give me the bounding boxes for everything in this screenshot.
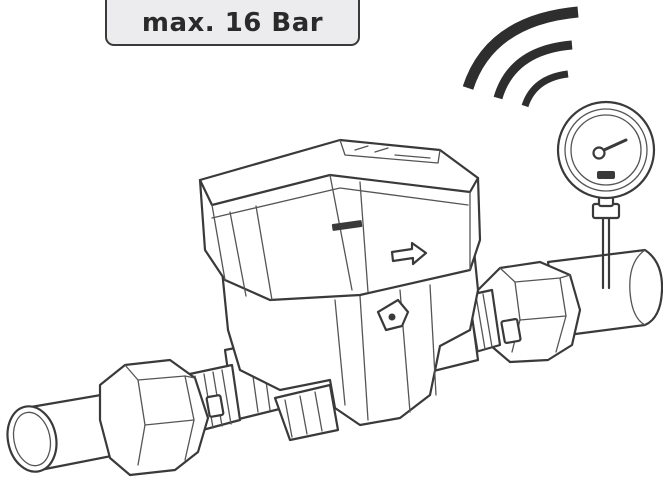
- pressure-gauge: [556, 100, 656, 290]
- flow-direction-arrow: [390, 241, 428, 266]
- pressure-rating-text: max. 16 Bar: [141, 8, 324, 38]
- inlet-union-nut: [98, 358, 210, 477]
- wireless-signal-icon: [462, 6, 579, 108]
- meter-register-head: [198, 138, 482, 302]
- pressure-rating-label: max. 16 Bar: [105, 0, 360, 46]
